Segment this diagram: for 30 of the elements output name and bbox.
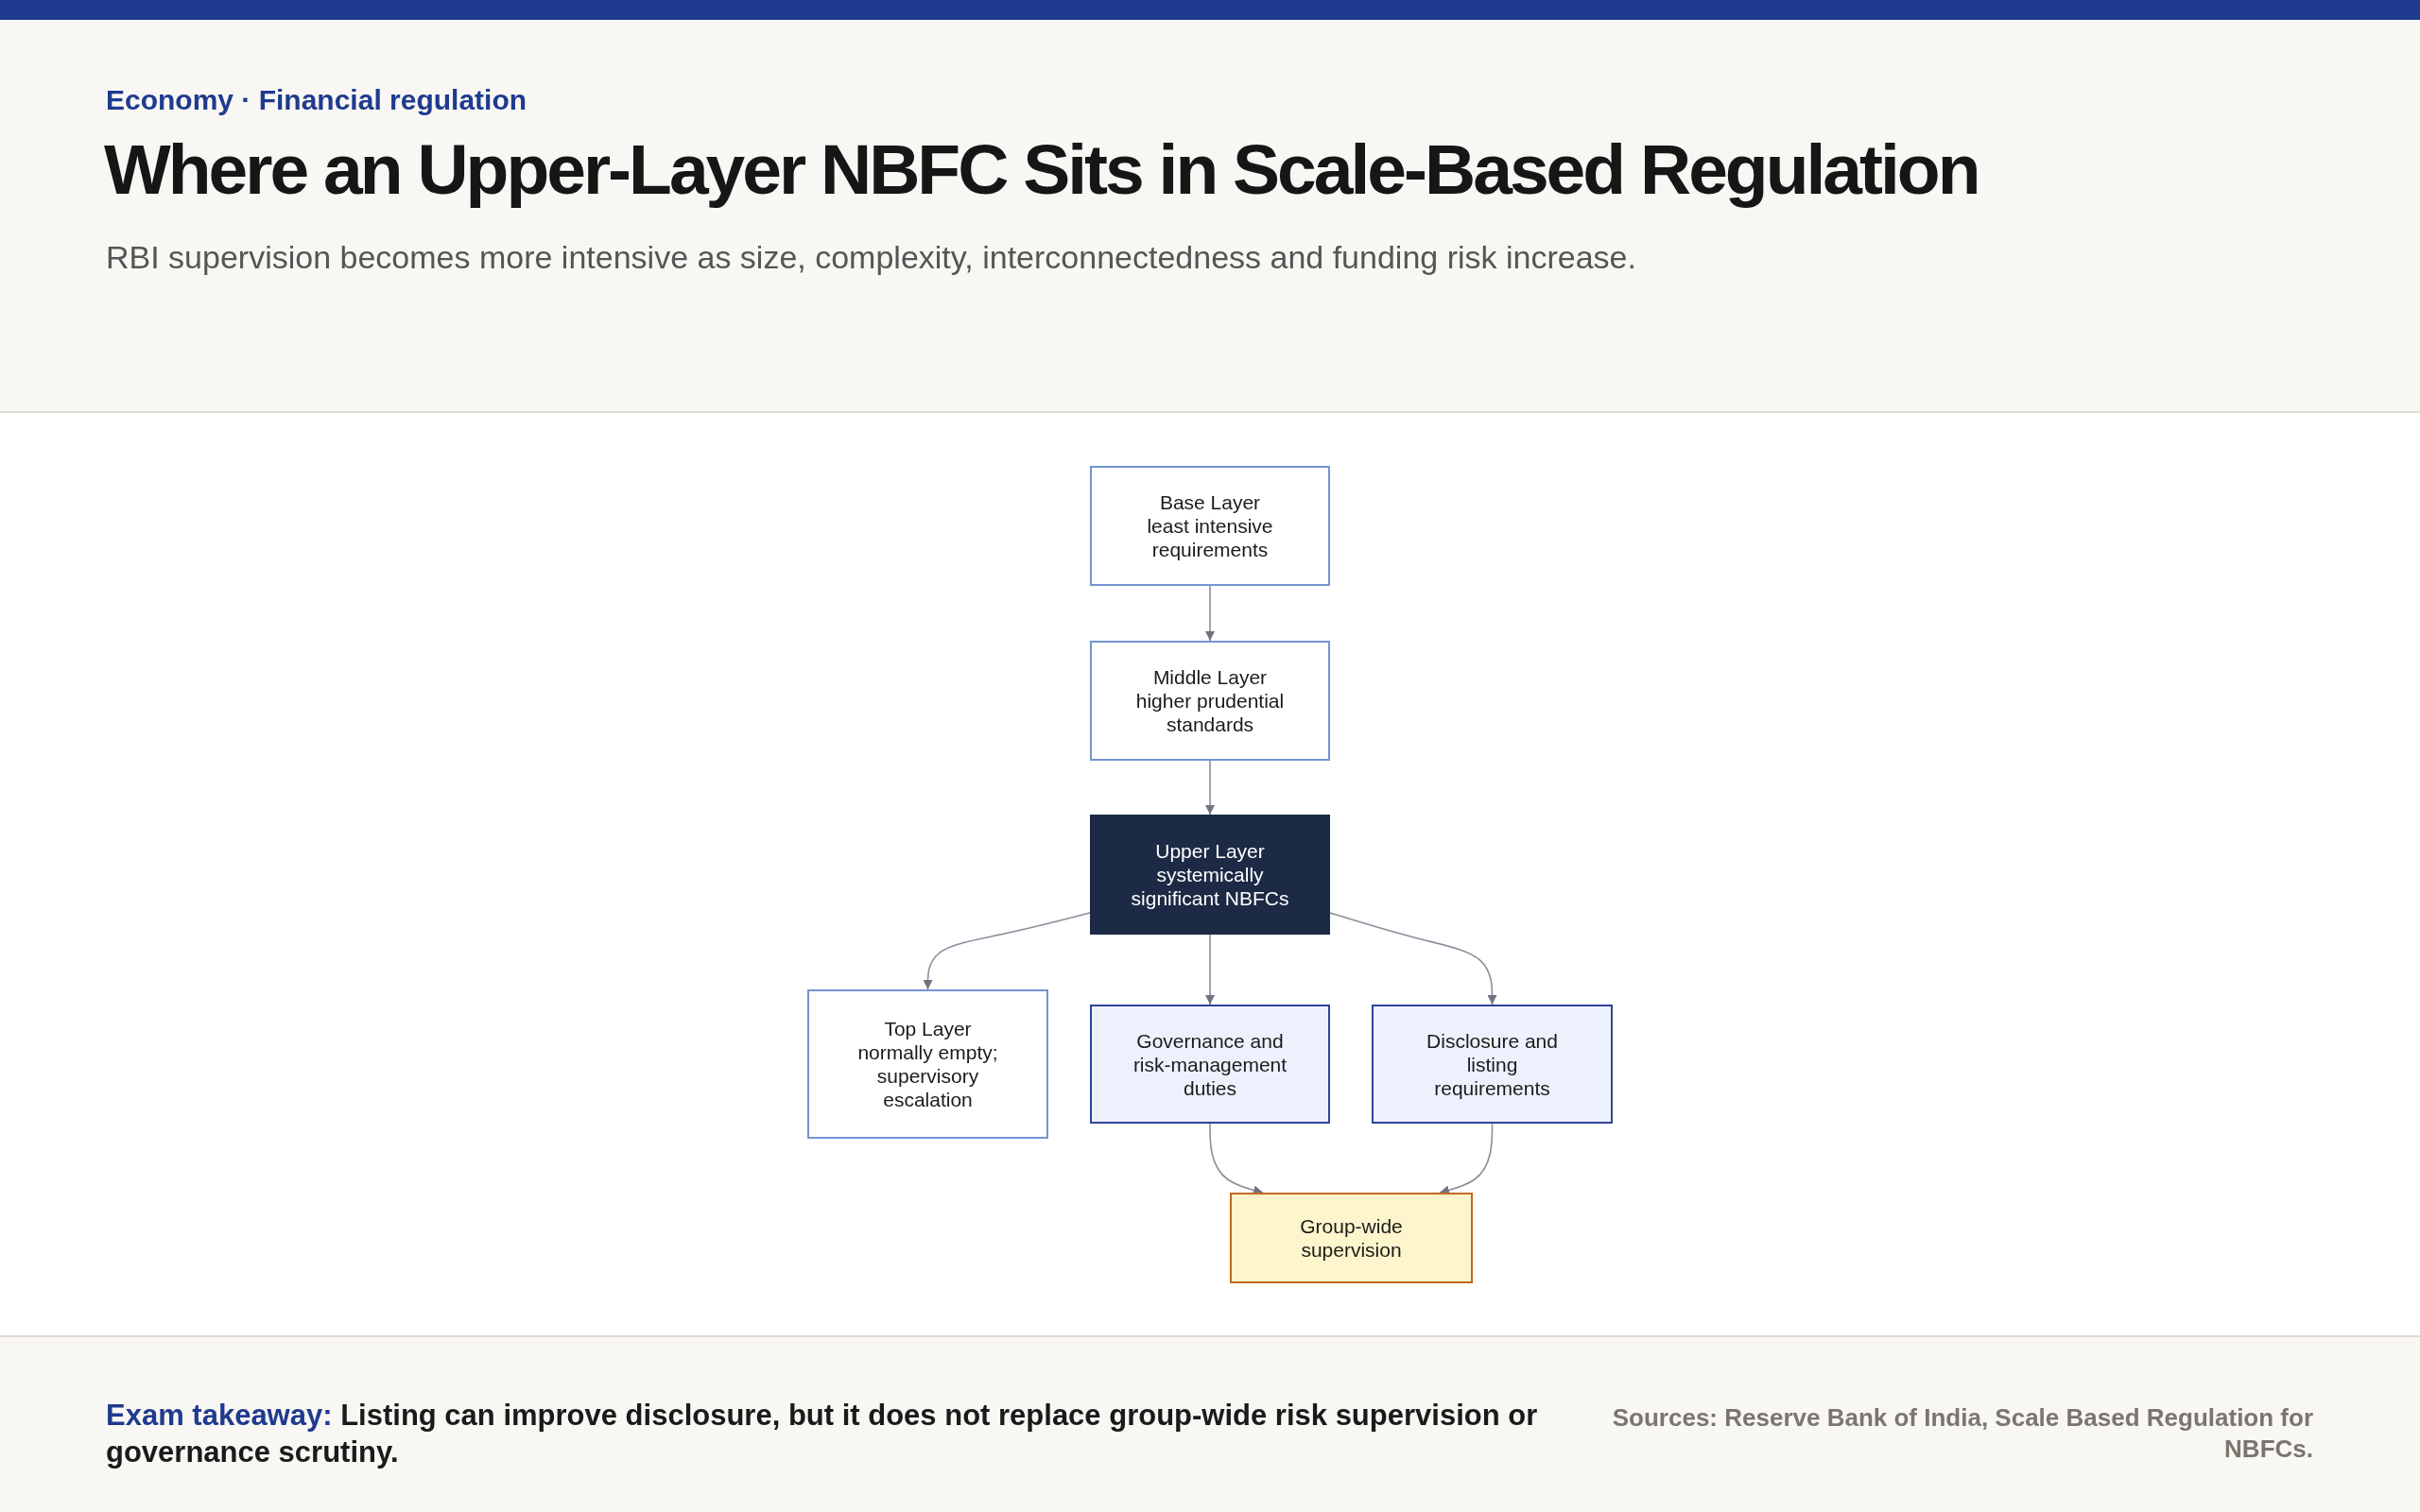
node-label: Group-wide supervision xyxy=(1299,1214,1404,1262)
arrow xyxy=(1205,760,1215,816)
node-description: systemically significant NBFCs xyxy=(1130,863,1290,910)
source-note: Sources: Reserve Bank of India, Scale Based Regulation for NBFCs. xyxy=(1611,1402,2313,1465)
arrow xyxy=(1205,934,1215,1005)
arrow xyxy=(1205,585,1215,642)
node-label: Disclosure and listing requirements xyxy=(1426,1028,1559,1100)
layer-box xyxy=(807,989,1048,1139)
category-label: Economy · Financial regulation xyxy=(106,83,527,117)
requirement-box xyxy=(1372,1005,1613,1124)
highlighted-layer-box xyxy=(1090,815,1330,935)
arrow xyxy=(1329,912,1497,1005)
node-heading: Top Layer xyxy=(884,1017,972,1040)
node-description: higher prudential standards xyxy=(1134,689,1286,736)
takeaway-note: Exam takeaway: Listing can improve disclosure, but it does not replace group-wide risk supervision or governance scrutiny. xyxy=(106,1398,1539,1470)
node-label: Governance and risk-management duties xyxy=(1132,1028,1288,1100)
subtitle: RBI supervision becomes more intensive as size, complexity, interconnectedness and funding risk increase. xyxy=(106,238,1636,276)
arrow xyxy=(1439,1123,1494,1195)
title: Where an Upper-Layer NBFC Sits in Scale-Based Regulation xyxy=(104,129,1979,210)
node-heading: Upper Layer xyxy=(1155,839,1265,863)
node-description: least intensive requirements xyxy=(1146,514,1274,561)
arrow xyxy=(923,912,1091,990)
node-heading: Middle Layer xyxy=(1152,665,1268,689)
layer-box xyxy=(1090,466,1330,586)
node-heading: Base Layer xyxy=(1159,490,1261,514)
node-description: normally empty; supervisory escalation xyxy=(856,1040,999,1111)
arrow xyxy=(1209,1123,1264,1195)
layer-box xyxy=(1090,641,1330,761)
outcome-box xyxy=(1230,1193,1473,1283)
requirement-box xyxy=(1090,1005,1330,1124)
